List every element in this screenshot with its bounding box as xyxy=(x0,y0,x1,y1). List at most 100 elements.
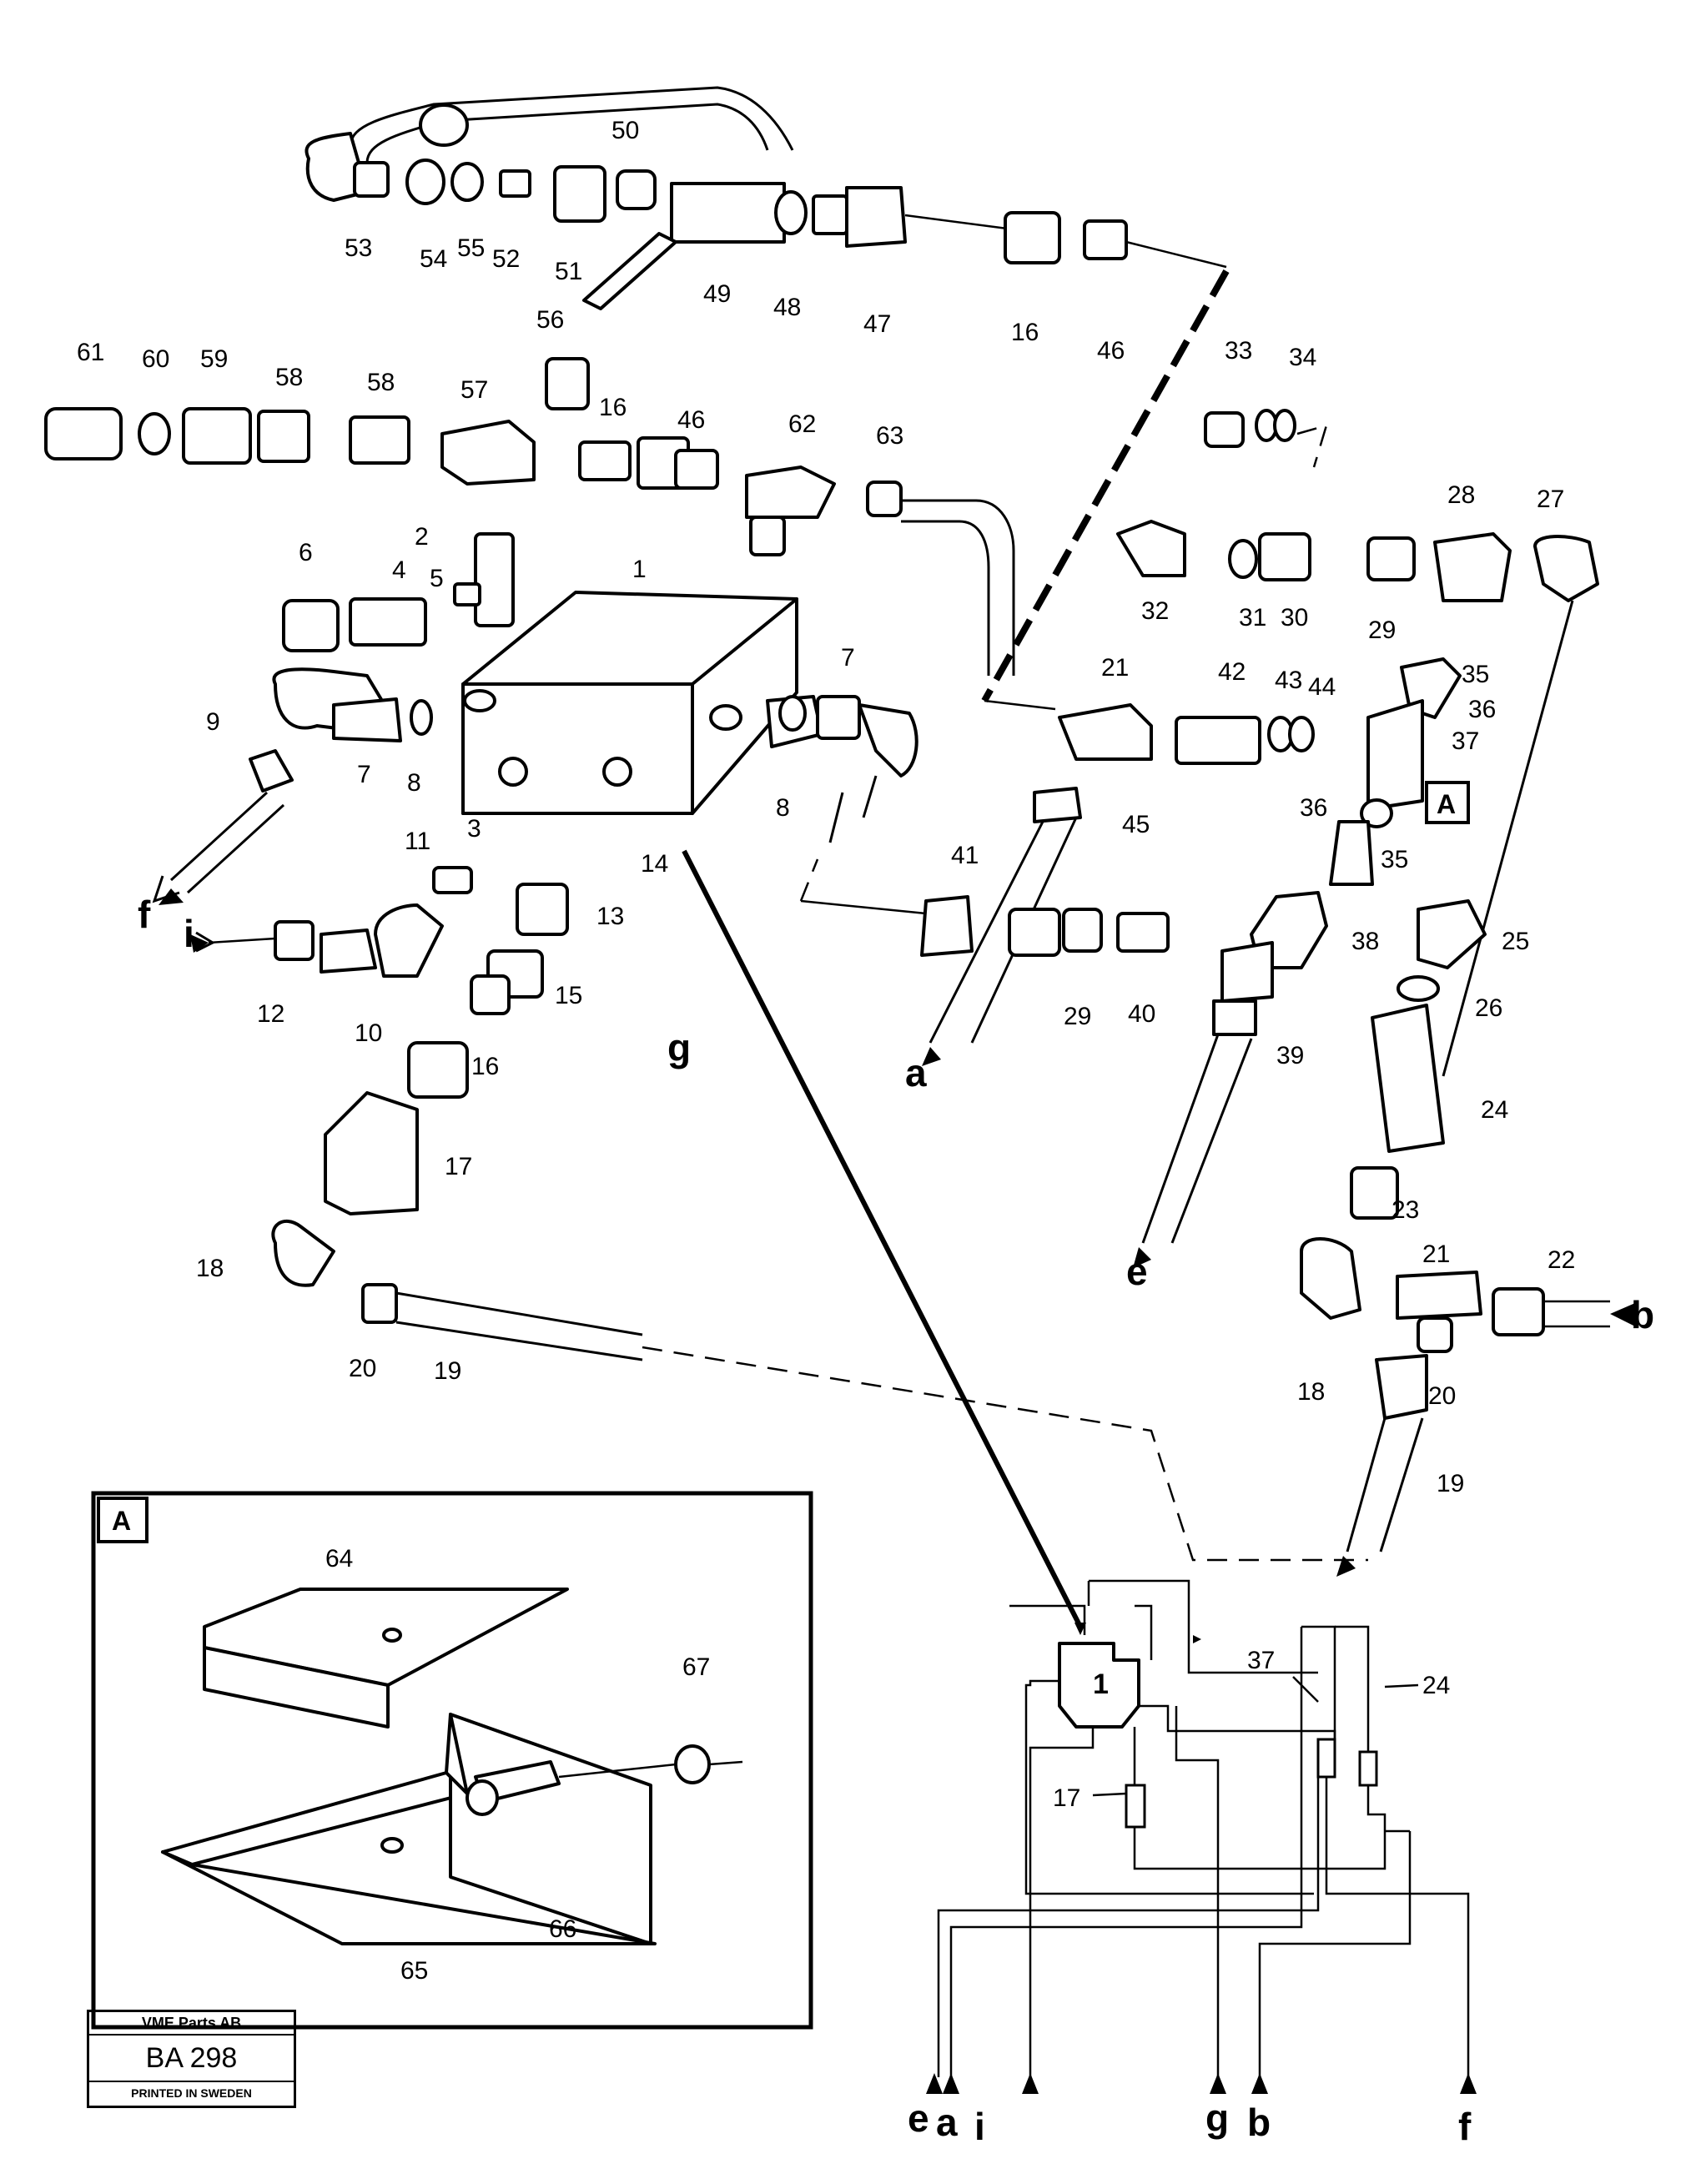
callout-27: 27 xyxy=(1537,486,1564,513)
callout-16-mid: 16 xyxy=(599,394,627,421)
callout-29-top: 29 xyxy=(1368,616,1396,644)
callout-58-left: 58 xyxy=(275,364,303,391)
callout-28: 28 xyxy=(1447,481,1475,509)
callout-1: 1 xyxy=(632,556,647,583)
callout-59: 59 xyxy=(200,345,228,373)
callout-8-left: 8 xyxy=(407,769,421,797)
callout-43: 43 xyxy=(1275,667,1302,694)
lower-left-circuit xyxy=(152,749,1368,1562)
right-circuit xyxy=(799,409,1610,1552)
schematic-port-a: a xyxy=(936,2101,958,2144)
callout-65: 65 xyxy=(400,1957,428,1985)
callout-20-left: 20 xyxy=(349,1355,376,1382)
callout-16-top: 16 xyxy=(1011,319,1039,346)
callout-16-low: 16 xyxy=(471,1053,499,1080)
callout-53: 53 xyxy=(345,234,372,262)
schematic-labels: 1 17 24 37 e a i g b f xyxy=(908,1647,1472,2148)
callout-19-right: 19 xyxy=(1437,1470,1464,1497)
callout-64: 64 xyxy=(325,1545,353,1573)
schematic-port-i: i xyxy=(974,2105,985,2148)
callout-2: 2 xyxy=(415,523,429,551)
callout-25: 25 xyxy=(1502,928,1529,955)
detail-ref-label: A xyxy=(1437,789,1456,819)
schematic-port-b: b xyxy=(1247,2101,1271,2144)
hydraulic-schematic xyxy=(926,1579,1477,2094)
callout-49: 49 xyxy=(703,280,731,308)
callout-18-left: 18 xyxy=(196,1255,224,1282)
callout-45: 45 xyxy=(1122,811,1150,838)
callout-60: 60 xyxy=(142,345,169,373)
callout-44: 44 xyxy=(1308,673,1336,701)
callout-21-bottom: 21 xyxy=(1422,1240,1450,1268)
schematic-block-label: 1 xyxy=(1093,1668,1109,1700)
callout-29-bottom: 29 xyxy=(1064,1003,1091,1030)
schematic-port-e: e xyxy=(908,2096,929,2140)
stamp-company: VME Parts AB xyxy=(89,2012,294,2036)
callout-37-main: 37 xyxy=(1452,727,1479,755)
title-stamp: VME Parts AB BA 298 PRINTED IN SWEDEN xyxy=(87,2010,296,2108)
callout-52: 52 xyxy=(492,245,520,273)
callout-55: 55 xyxy=(457,234,485,262)
port-label-f: f xyxy=(138,893,151,936)
upper-fitting-row xyxy=(44,357,1015,676)
callout-62: 62 xyxy=(788,410,816,438)
schematic-port-g: g xyxy=(1205,2096,1229,2140)
port-label-a: a xyxy=(905,1051,927,1095)
callout-54: 54 xyxy=(420,245,447,273)
stamp-code: BA 298 xyxy=(89,2036,294,2082)
schematic-valve-37-label: 37 xyxy=(1247,1647,1275,1674)
callout-9: 9 xyxy=(206,708,220,736)
callout-50: 50 xyxy=(611,117,639,144)
callout-34: 34 xyxy=(1289,344,1316,371)
callout-7-left: 7 xyxy=(357,761,371,788)
callout-63: 63 xyxy=(876,422,903,450)
callout-46-top: 46 xyxy=(1097,337,1125,365)
detail-inset-label: A xyxy=(112,1506,131,1536)
callout-33: 33 xyxy=(1225,337,1252,365)
detail-a-inset xyxy=(91,1491,813,2030)
callout-57: 57 xyxy=(460,376,488,404)
callout-51: 51 xyxy=(555,258,582,285)
callout-labels: 1 2 3 4 5 6 7 7 8 8 9 10 11 12 13 14 15 … xyxy=(77,117,1575,1985)
port-labels: f i g a e b xyxy=(138,893,1654,1336)
callout-18-right: 18 xyxy=(1297,1378,1325,1406)
schematic-filter-17-label: 17 xyxy=(1053,1784,1080,1812)
callout-41: 41 xyxy=(951,842,979,869)
callout-38: 38 xyxy=(1351,928,1379,955)
callout-21-top: 21 xyxy=(1101,654,1129,682)
callout-17: 17 xyxy=(445,1153,472,1180)
callout-26: 26 xyxy=(1475,994,1502,1022)
callout-40: 40 xyxy=(1128,1000,1155,1028)
callout-42: 42 xyxy=(1218,658,1246,686)
callout-67: 67 xyxy=(682,1653,710,1681)
callout-11: 11 xyxy=(405,828,430,855)
callout-58-right: 58 xyxy=(367,369,395,396)
callout-15: 15 xyxy=(555,982,582,1009)
callout-32: 32 xyxy=(1141,597,1169,625)
callout-8-right: 8 xyxy=(776,794,790,822)
callout-14: 14 xyxy=(641,850,668,878)
detail-reference: A A xyxy=(112,781,1470,1536)
callout-35-bottom: 35 xyxy=(1381,846,1408,873)
callout-6: 6 xyxy=(299,539,313,566)
port-label-e: e xyxy=(1126,1250,1148,1293)
callout-66: 66 xyxy=(549,1915,576,1943)
port-label-i: i xyxy=(184,912,194,955)
port-label-g: g xyxy=(667,1026,691,1069)
callout-4: 4 xyxy=(392,556,406,584)
callout-46-mid: 46 xyxy=(677,406,705,434)
callout-5: 5 xyxy=(430,565,444,592)
stamp-printed: PRINTED IN SWEDEN xyxy=(131,2086,252,2100)
callout-24: 24 xyxy=(1481,1096,1508,1124)
callout-56: 56 xyxy=(536,306,564,334)
callout-31: 31 xyxy=(1239,604,1266,632)
callout-48: 48 xyxy=(773,294,801,321)
schematic-filter-24-label: 24 xyxy=(1422,1672,1450,1699)
callout-47: 47 xyxy=(863,310,891,338)
callout-36-bottom: 36 xyxy=(1300,794,1327,822)
callout-3: 3 xyxy=(467,815,481,843)
callout-10: 10 xyxy=(355,1019,382,1047)
top-pipe-assembly xyxy=(304,86,1230,711)
valve-block xyxy=(272,532,918,843)
callout-20-right: 20 xyxy=(1428,1382,1456,1410)
